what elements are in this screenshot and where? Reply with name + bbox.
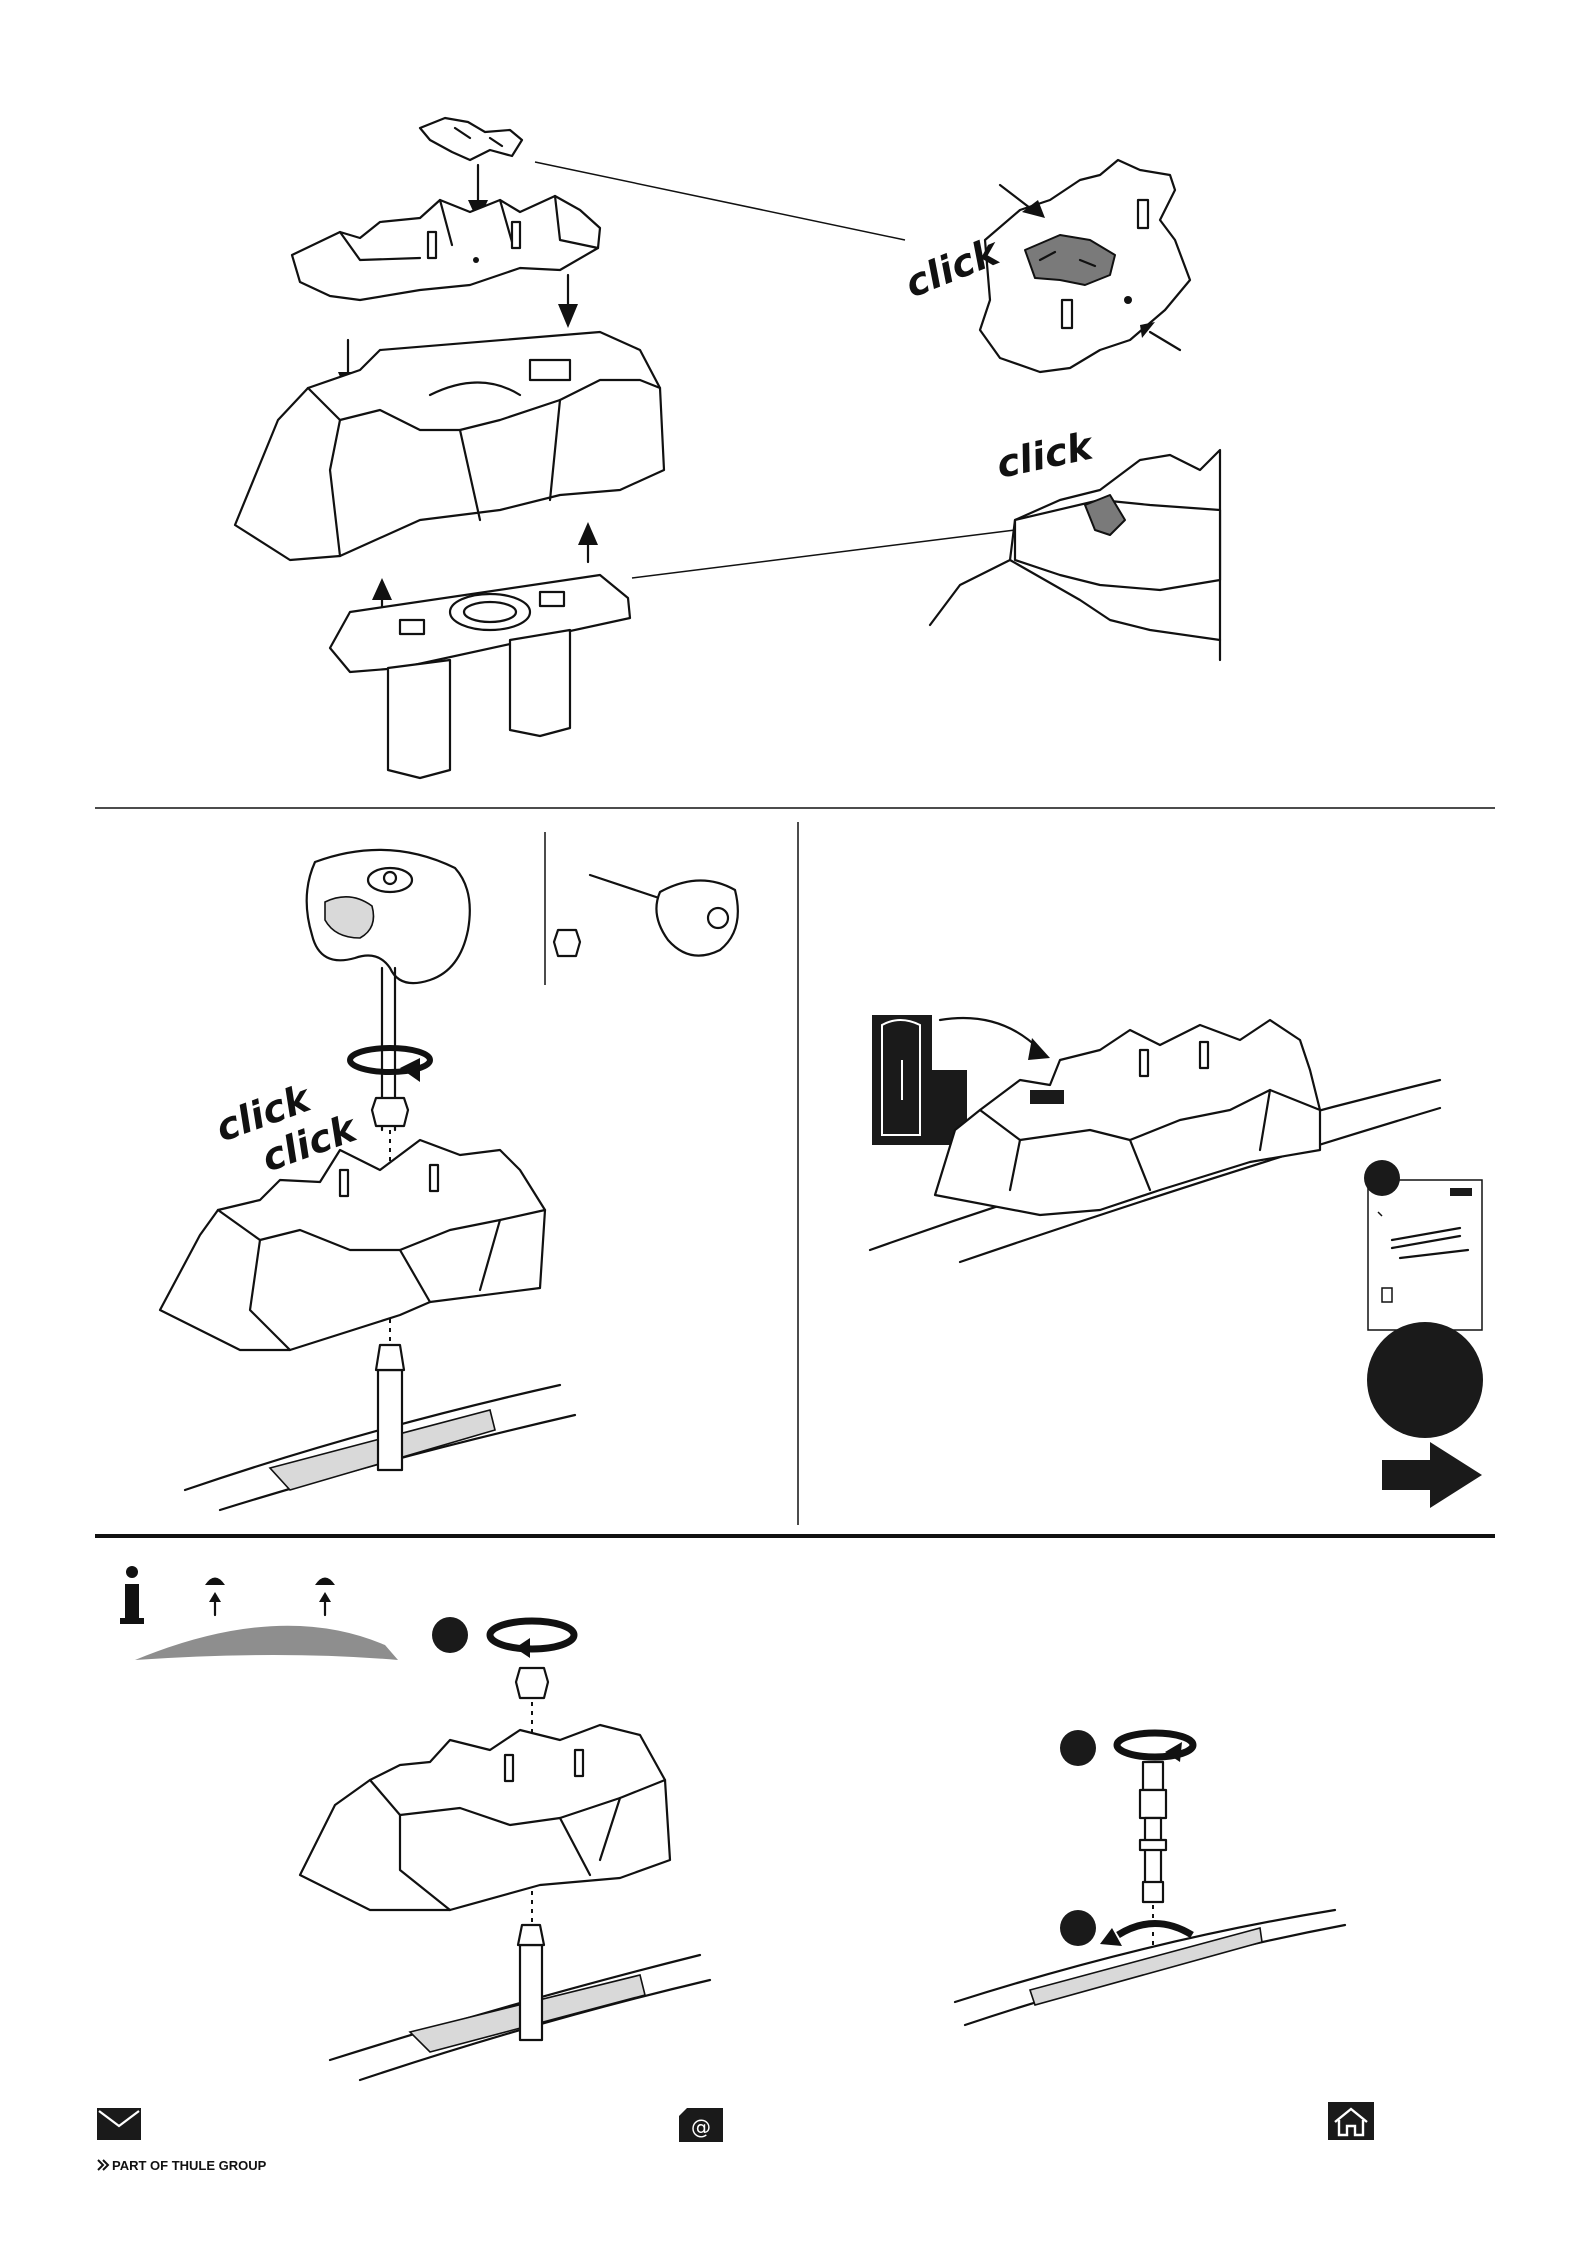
torque-tool-icon xyxy=(307,850,470,1130)
section-mount xyxy=(800,810,1500,1535)
svg-text:@: @ xyxy=(691,2115,711,2139)
section-assembly: click click xyxy=(0,0,1587,810)
foot-body xyxy=(870,1020,1440,1262)
company-text: PART OF THULE GROUP xyxy=(112,2158,266,2173)
foot-body xyxy=(160,1140,545,1350)
step-badge-icon xyxy=(1367,1322,1483,1438)
rotate-arrow-icon xyxy=(350,1048,430,1082)
tool-set-icon xyxy=(554,875,738,956)
detail-lock-inset: click xyxy=(930,423,1220,660)
step-2-badge xyxy=(1060,1910,1096,1946)
email-at-icon[interactable]: @ xyxy=(679,2108,723,2142)
thule-mark-icon xyxy=(96,2158,110,2172)
position-inset-icon xyxy=(872,1015,967,1145)
upper-bracket xyxy=(292,196,600,300)
footer: PART OF THULE GROUP @ xyxy=(0,2108,1587,2245)
step-1-badge xyxy=(432,1617,468,1653)
envelope-icon[interactable] xyxy=(97,2108,141,2140)
rotate-arrow-icon xyxy=(1117,1733,1193,1762)
base-plate xyxy=(330,575,630,778)
click-label: click xyxy=(899,228,1007,306)
fit-guide-icon xyxy=(1364,1160,1482,1330)
clip-part xyxy=(420,118,522,160)
rotate-arrow-icon xyxy=(490,1621,574,1658)
click-label: click xyxy=(993,423,1099,487)
rotate-arrow-icon xyxy=(1100,1924,1192,1947)
step-1-badge xyxy=(1060,1730,1096,1766)
home-icon[interactable] xyxy=(1328,2102,1374,2140)
section-tighten: click click xyxy=(0,810,800,1535)
section-divider-thick xyxy=(95,1534,1495,1538)
rail-channel xyxy=(330,1925,710,2080)
foot-body xyxy=(235,332,664,560)
next-arrow-icon xyxy=(1382,1442,1482,1508)
bolt-icon xyxy=(1140,1762,1166,1902)
detail-clip-inset: click xyxy=(899,160,1190,372)
roof-diagram-icon xyxy=(135,1578,398,1661)
rail-channel xyxy=(185,1345,575,1510)
section-install xyxy=(0,1540,1587,2120)
foot-body xyxy=(300,1725,670,1910)
info-icon xyxy=(120,1566,144,1624)
